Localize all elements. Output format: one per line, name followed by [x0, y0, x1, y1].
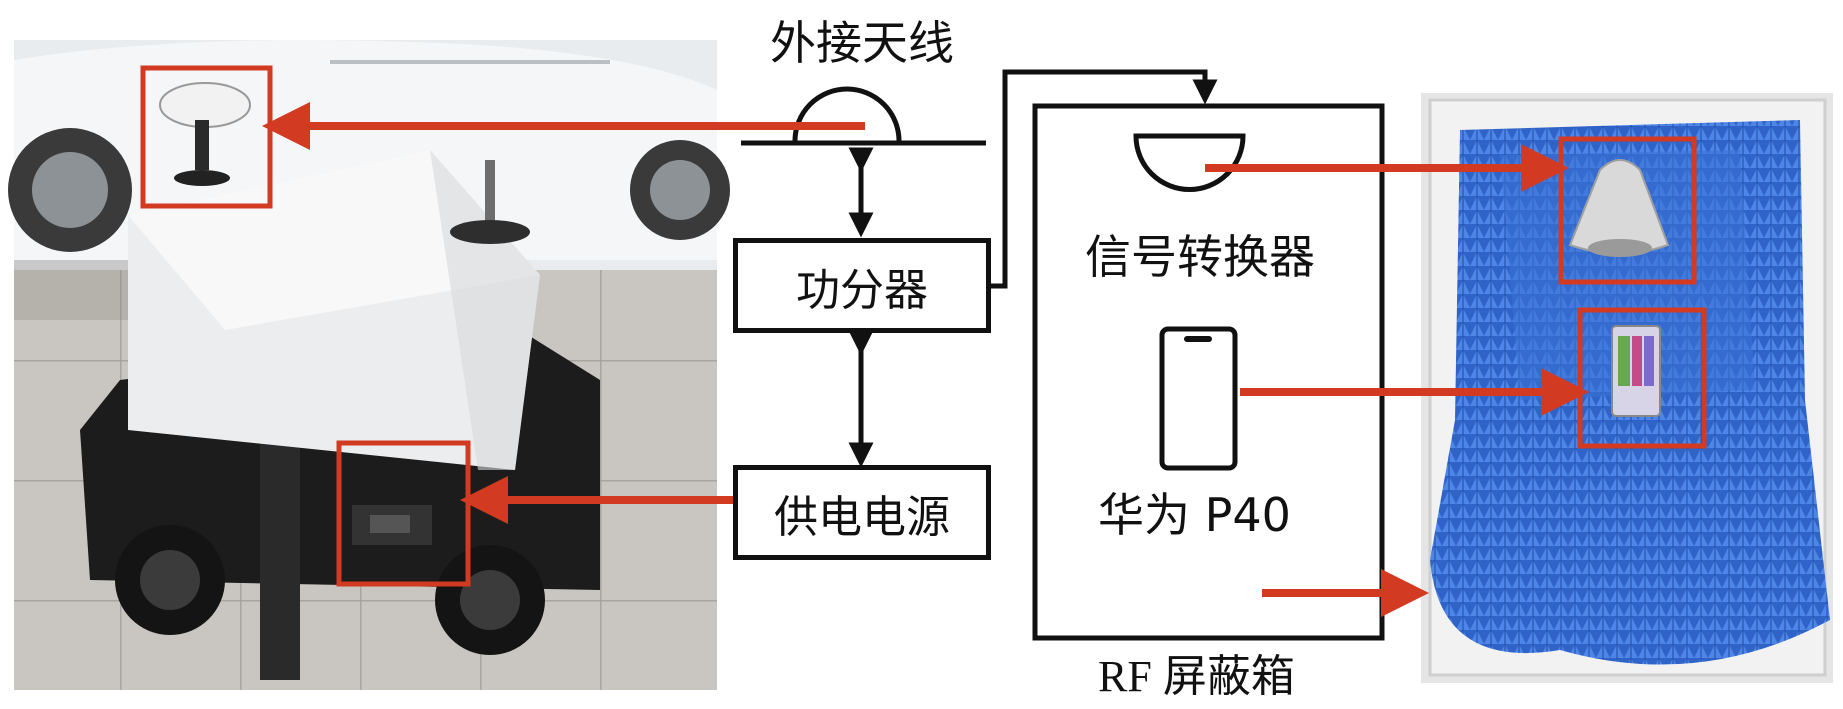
- external-antenna-label: 外接天线: [770, 16, 954, 70]
- external-antenna-symbol: [741, 86, 986, 146]
- signal-converter-label: 信号转换器: [1085, 230, 1315, 284]
- power-supply-box: 供电电源: [733, 465, 991, 560]
- cone-antenna-highlight-box: [1558, 136, 1697, 285]
- power-supply-label: 供电电源: [774, 491, 950, 543]
- power-divider-box: 功分器: [733, 238, 991, 333]
- phone-label: 华为 P40: [1098, 488, 1291, 542]
- phone-symbol: [1159, 326, 1238, 471]
- cart-photo: [8, 40, 730, 690]
- rf-shield-box-outline: [1032, 103, 1385, 641]
- power-divider-label: 功分器: [796, 264, 928, 316]
- divider-to-converter-line: [991, 69, 1218, 289]
- signal-converter-symbol: [1133, 133, 1246, 192]
- rf-shield-box-label: RF 屏蔽箱: [1098, 652, 1295, 701]
